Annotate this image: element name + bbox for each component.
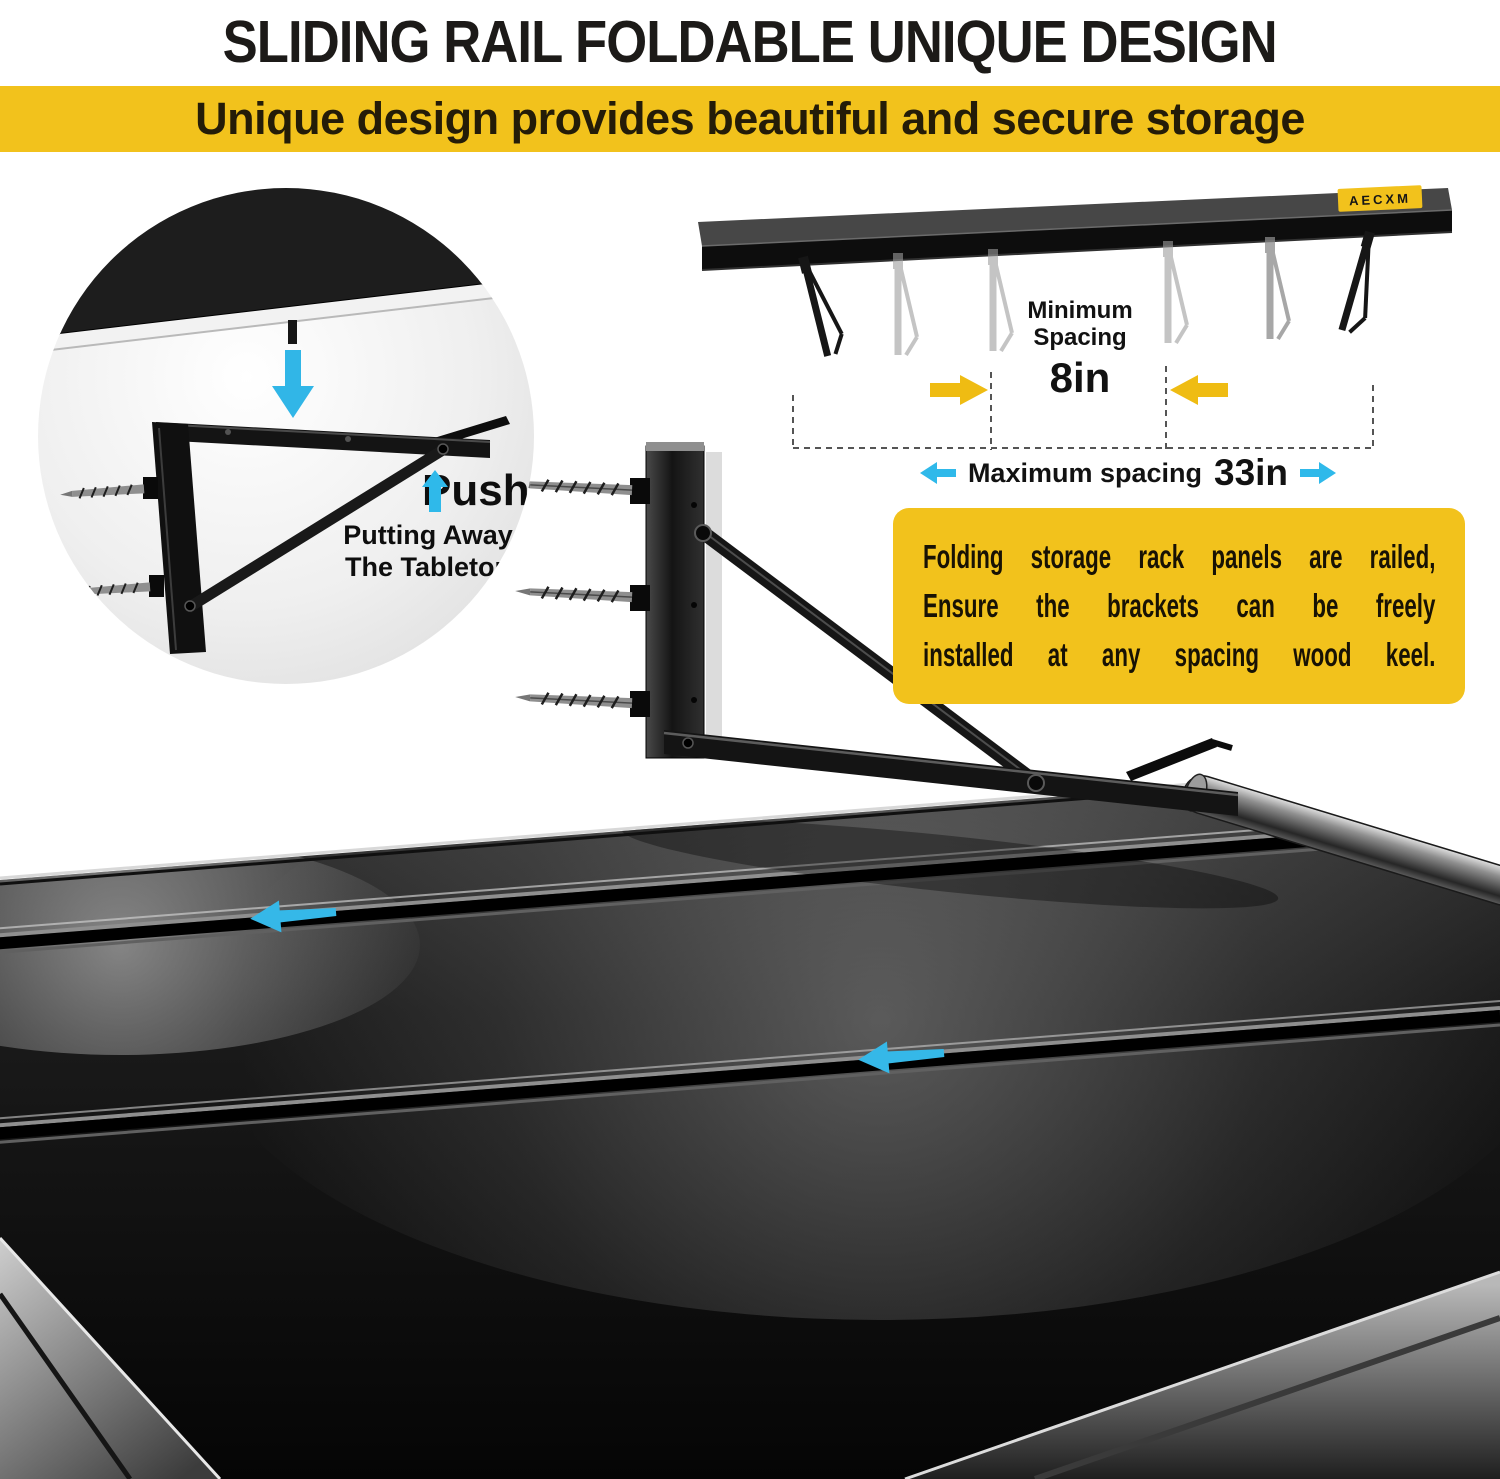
min-spacing-arrow-left-icon (1170, 375, 1228, 405)
subtitle-banner-text: Unique design provides beautiful and sec… (195, 93, 1305, 144)
fold-bracket (796, 250, 849, 360)
folding-bracket (513, 442, 1239, 816)
mounting-screw (513, 583, 652, 613)
inset-caption: Putting Away The Tabletop (328, 520, 528, 584)
fold-bracket-ghost (986, 247, 1014, 353)
rail-pin (288, 320, 297, 344)
push-down-arrow-icon (272, 350, 314, 418)
brand-text: AECXM (1349, 191, 1412, 209)
info-box-line: Folding storage rack panels are railed, (923, 538, 1436, 575)
max-spacing-callout: Maximum spacing 33in (828, 452, 1428, 494)
fold-bracket (1335, 228, 1391, 338)
info-box: Folding storage rack panels are railed, … (893, 508, 1465, 704)
slide-direction-arrow-icon (858, 1041, 945, 1074)
brand-badge: AECXM (1337, 185, 1423, 212)
inset-illustration (38, 188, 534, 654)
page-title: SLIDING RAIL FOLDABLE UNIQUE DESIGN (0, 0, 1500, 84)
tabletop-panel (0, 782, 1500, 1479)
slide-direction-arrows (250, 900, 945, 1074)
max-spacing-arrow-right-icon (1300, 462, 1337, 484)
push-up-arrow-icon (422, 470, 448, 512)
release-lever (1126, 738, 1217, 781)
mounting-screw (58, 476, 159, 501)
sliding-rail-upper (0, 810, 1500, 955)
dimension-guides (792, 366, 1374, 450)
shelf-illustration: AECXM (698, 185, 1453, 450)
table-underside (38, 188, 534, 336)
fold-bracket-ghost (891, 251, 919, 357)
info-box-line: installed at any spacing wood keel. (923, 636, 1436, 673)
max-spacing-value: 33in (1214, 452, 1289, 493)
max-spacing-arrow-left-icon (919, 462, 956, 484)
spacing-diagram: AECXM Minimum Spacing 8in (688, 182, 1468, 500)
shelf-panel-top (698, 188, 1452, 246)
fold-bracket-ghost (1263, 235, 1291, 341)
shelf-panel-front (702, 210, 1452, 270)
min-spacing-arrow-right-icon (930, 375, 988, 405)
info-box-line: Ensure the brackets can be freely (923, 587, 1436, 624)
bracket-arm (664, 730, 1238, 816)
fold-bracket-ghost (1161, 239, 1189, 345)
detail-inset-circle: Push Putting Away The Tabletop (38, 188, 534, 684)
sliding-rail-lower (0, 1000, 1500, 1145)
bracket-back-strip (706, 452, 722, 742)
subtitle-banner: Unique design provides beautiful and sec… (0, 86, 1500, 152)
min-spacing-value: 8in (1049, 353, 1111, 401)
mounting-screw (513, 476, 652, 506)
max-spacing-label: Maximum spacing (967, 457, 1202, 488)
min-spacing-label: Minimum (1027, 297, 1133, 324)
push-callout: Push (422, 469, 530, 512)
slide-direction-arrow-icon (250, 900, 337, 933)
mounting-screw (513, 689, 652, 719)
inset-bracket (58, 416, 510, 654)
bracket-post (645, 445, 705, 759)
min-spacing-label: Spacing (1033, 323, 1127, 351)
page-title-text: SLIDING RAIL FOLDABLE UNIQUE DESIGN (222, 8, 1278, 75)
mounting-screw (64, 574, 165, 599)
inset-caption-line: Putting Away (343, 520, 513, 550)
inset-caption-line: The Tabletop (345, 551, 511, 582)
min-spacing-callout: Minimum Spacing 8in (1010, 297, 1150, 401)
